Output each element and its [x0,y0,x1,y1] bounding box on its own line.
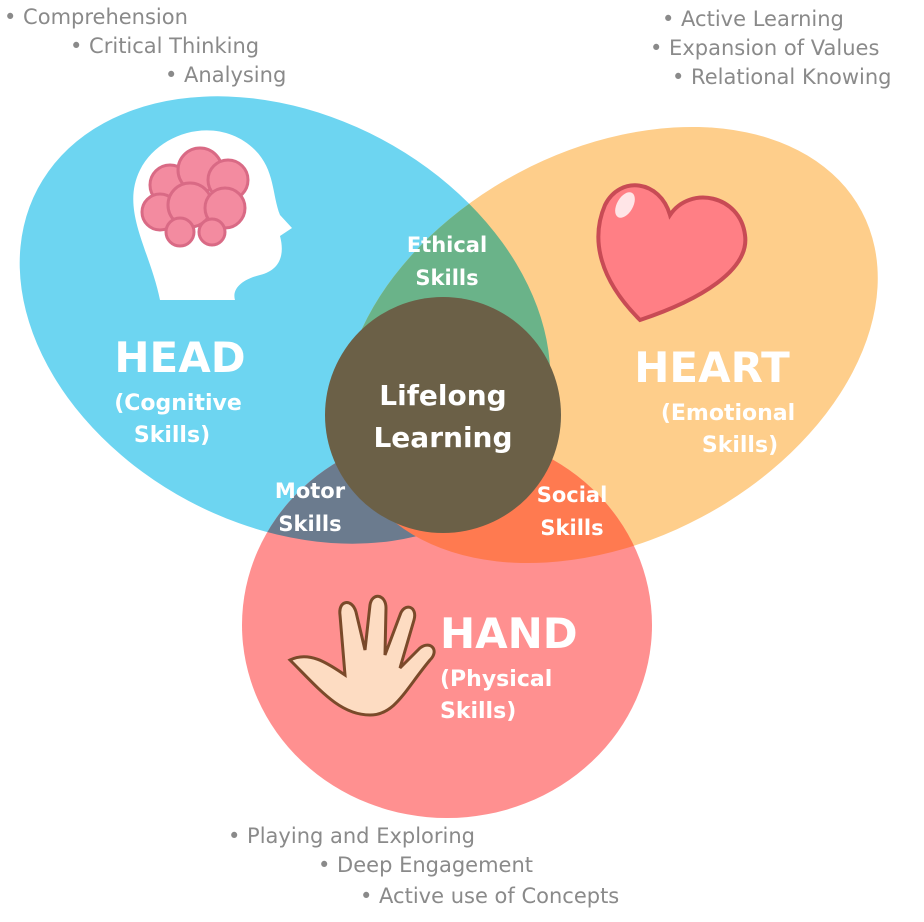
head-subtitle-2: Skills) [134,423,210,448]
heart-icon [596,183,748,323]
center-label-1: Lifelong [379,379,506,412]
heart-subtitle: (Emotional [661,401,795,426]
heart-subtitle-2: Skills) [702,433,778,458]
ethical-skills-label: Ethical [407,233,487,257]
motor-skills-label-2: Skills [278,512,341,536]
hand-subtitle: (Physical [440,667,552,692]
head-title: HEAD [114,333,245,382]
motor-skills-label: Motor [275,479,346,503]
heart-bullet: • Relational Knowing [672,65,892,89]
hand-bullet: • Deep Engagement [318,853,533,877]
hand-icon [287,594,436,717]
head-subtitle: (Cognitive [114,391,242,416]
ethical-skills-label-2: Skills [415,266,478,290]
heart-title: HEART [634,343,790,392]
hand-subtitle-2: Skills) [440,699,516,724]
heart-bullet: • Expansion of Values [650,36,879,60]
heart-bullet: • Active Learning [662,7,844,31]
hand-bullet: • Playing and Exploring [228,824,475,848]
center-circle [325,297,561,533]
hand-title: HAND [440,609,578,658]
head-bullet: • Critical Thinking [70,34,259,58]
center-label-2: Learning [373,421,512,454]
brain-head-icon [133,130,292,300]
social-skills-label: Social [537,483,608,507]
head-bullet: • Analysing [165,63,286,87]
social-skills-label-2: Skills [540,516,603,540]
hand-bullet: • Active use of Concepts [360,884,619,908]
head-bullet: • Comprehension [4,5,188,29]
